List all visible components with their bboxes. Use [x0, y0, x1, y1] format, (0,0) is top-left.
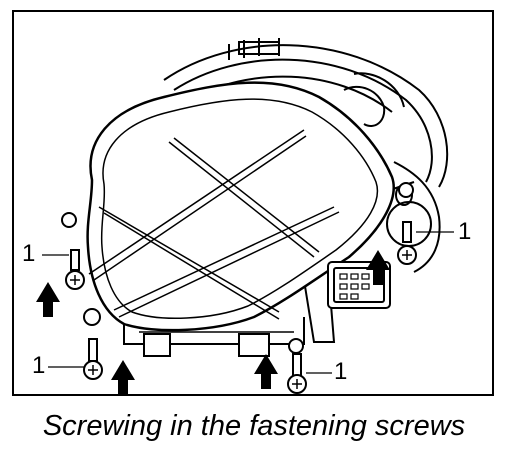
- fastening-screw: [65, 221, 417, 394]
- headlight-housing-illustration: [36, 38, 454, 394]
- screw-boss: [61, 182, 414, 354]
- housing-front-diffuser: [86, 81, 395, 357]
- callout-label-right: 1: [458, 218, 472, 245]
- arrow: [36, 250, 390, 394]
- figure-caption: Screwing in the fastening screws: [42, 410, 466, 442]
- callout-label-left-upper: 1: [22, 240, 36, 267]
- callout-label-bottom-right: 1: [334, 358, 348, 385]
- connector: [327, 261, 391, 309]
- callout-label-left-lower: 1: [32, 352, 46, 379]
- callout-leader: [42, 231, 454, 374]
- diagram-frame: 1 1 1 1: [12, 10, 494, 396]
